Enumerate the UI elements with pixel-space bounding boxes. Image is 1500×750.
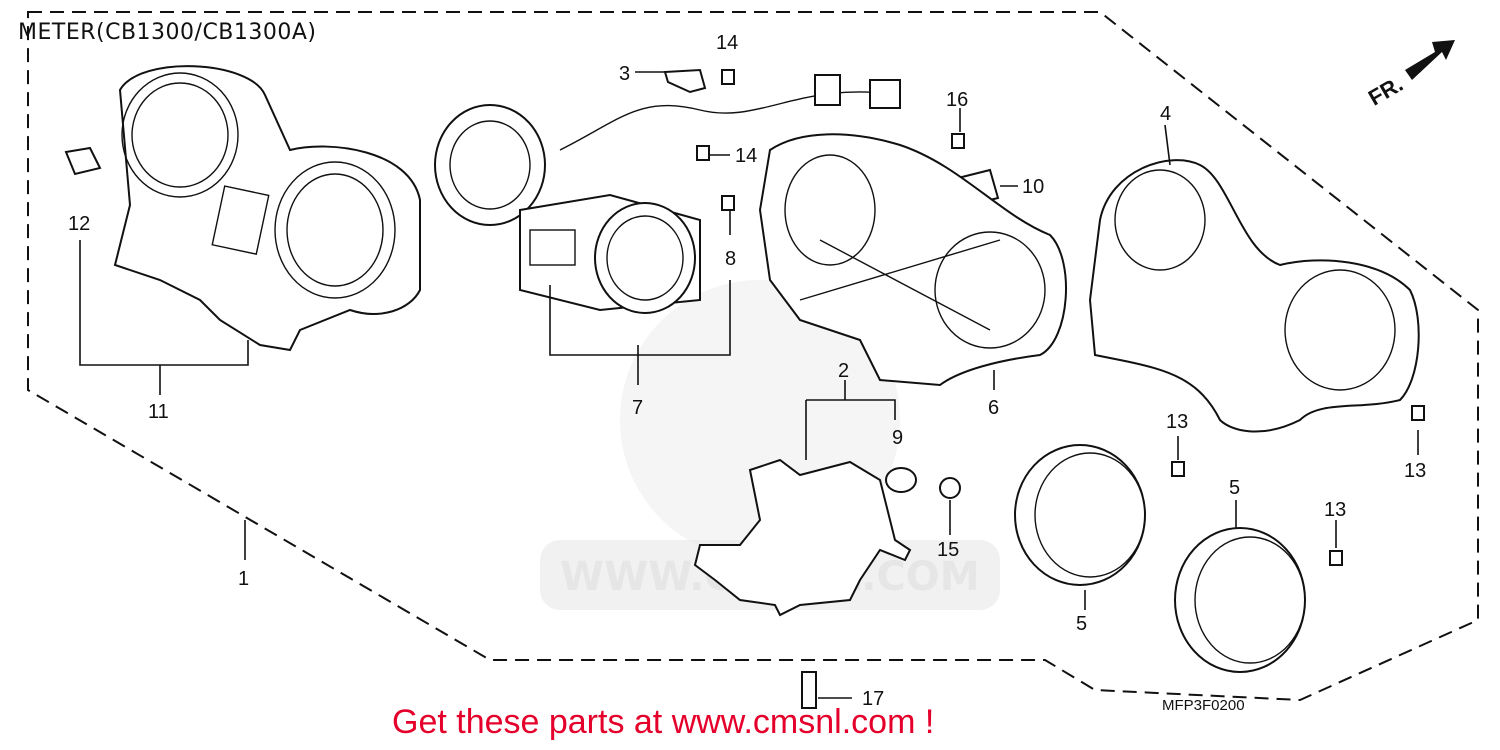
callout-14a: 14 (716, 32, 738, 54)
callout-9: 9 (892, 427, 903, 449)
screw-part (951, 133, 965, 149)
callout-17: 17 (862, 688, 884, 710)
diagram-code: MFP3F0200 (1162, 697, 1245, 714)
wire-clamp-part (663, 68, 707, 94)
leader-lines (79, 71, 1419, 699)
callout-7: 7 (632, 397, 643, 419)
callout-10: 10 (1022, 176, 1044, 198)
collar-part (939, 477, 961, 499)
callout-12: 12 (68, 213, 90, 235)
callout-11: 11 (148, 401, 169, 423)
callout-14b: 14 (735, 145, 757, 167)
meter-cap-part (1174, 527, 1306, 673)
callout-16: 16 (946, 89, 968, 111)
meter-assembly-part (434, 74, 901, 314)
meter-case-part (758, 133, 1067, 387)
callout-4: 4 (1160, 103, 1171, 125)
bolt-part (801, 671, 817, 709)
assembly-boundary (27, 11, 1479, 702)
callout-1: 1 (238, 568, 249, 590)
callout-3: 3 (619, 63, 630, 85)
screw-part (721, 195, 735, 211)
direction-label: FR. (1364, 71, 1407, 110)
callout-15: 15 (937, 539, 959, 561)
promo-link-text[interactable]: Get these parts at www.cmsnl.com ! (392, 703, 935, 741)
meter-cap-part (1014, 444, 1146, 586)
rubber-mount-part (885, 467, 917, 493)
rear-cover-part (1088, 159, 1420, 433)
screw-part (696, 69, 735, 161)
callout-5b: 5 (1229, 477, 1240, 499)
meter-cover-part (113, 65, 421, 352)
diagram-title: METER(CB1300/CB1300A) (18, 20, 317, 45)
callout-2: 2 (838, 360, 849, 382)
callout-13b: 13 (1404, 460, 1426, 482)
meter-stay-part (693, 458, 912, 617)
callout-5a: 5 (1076, 613, 1087, 635)
callout-8: 8 (725, 248, 736, 270)
callout-13a: 13 (1166, 411, 1188, 433)
indicator-lens-part (64, 146, 102, 176)
callout-6: 6 (988, 397, 999, 419)
front-direction-arrow (1405, 40, 1455, 80)
callout-13c: 13 (1324, 499, 1346, 521)
screw-part (1171, 405, 1425, 566)
